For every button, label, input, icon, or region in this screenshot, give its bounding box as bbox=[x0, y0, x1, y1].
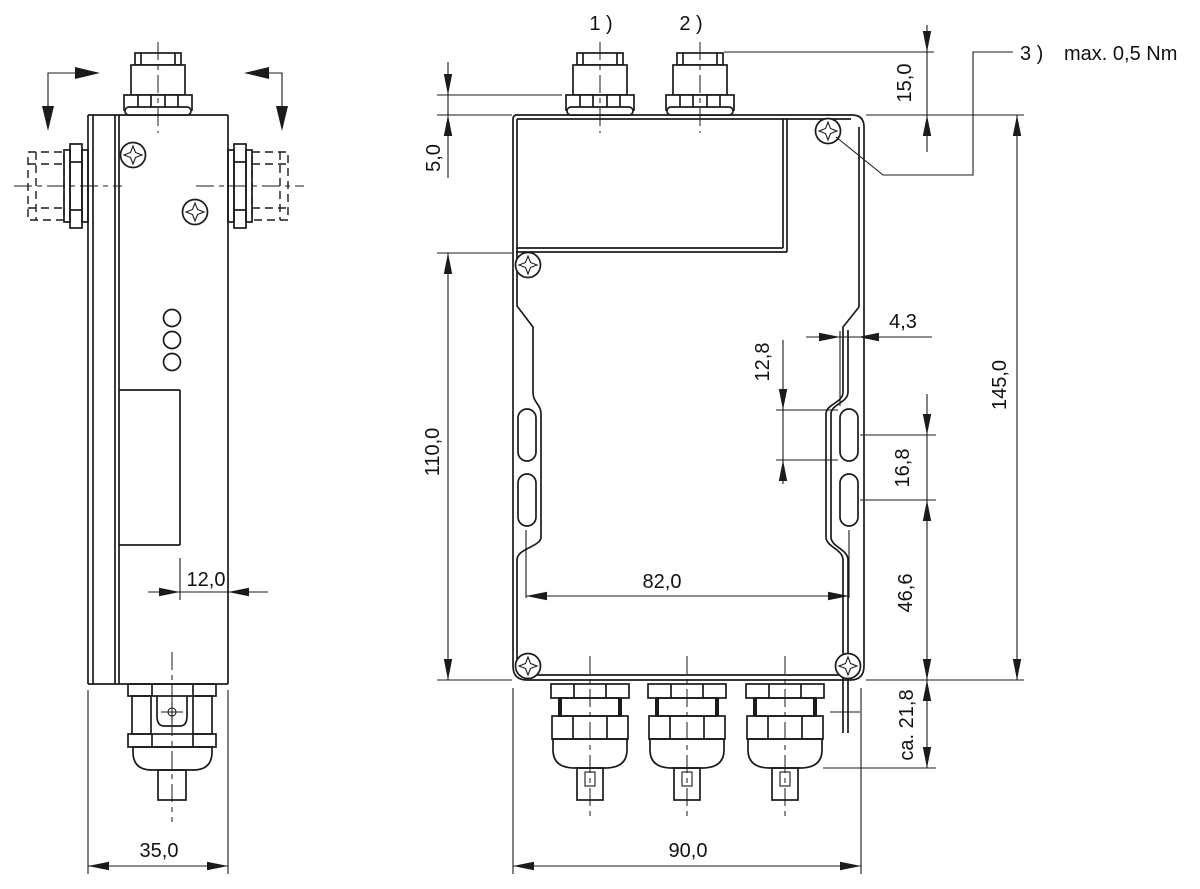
screw-icon bbox=[814, 117, 842, 145]
side-top-connector bbox=[123, 41, 193, 134]
dim-slot-spacing: 16,8 bbox=[892, 449, 914, 488]
dim-slot-to-bottom: 46,6 bbox=[895, 574, 917, 613]
dim-hole-spacing: 82,0 bbox=[643, 571, 682, 593]
dim-connector-height: 15,0 bbox=[894, 64, 916, 103]
dimension-lines bbox=[87, 25, 1024, 874]
section-arrow-left bbox=[42, 67, 100, 131]
side-left-connector bbox=[14, 143, 122, 229]
front-housing bbox=[512, 114, 865, 733]
side-right-connector bbox=[196, 143, 304, 229]
screw-icon bbox=[514, 251, 542, 279]
callout-3-note: max. 0,5 Nm bbox=[1064, 43, 1177, 65]
callout-1: 1 ) bbox=[589, 13, 612, 35]
callout-3-leader bbox=[835, 51, 1013, 176]
side-view-display-window bbox=[119, 389, 181, 546]
dim-cover-offset: 5,0 bbox=[423, 144, 445, 172]
callout-3: 3 ) bbox=[1020, 43, 1043, 65]
dim-slot-length: 12,8 bbox=[752, 343, 774, 382]
dim-front-width: 90,0 bbox=[669, 840, 708, 862]
dimension-labels: 5,0 110,0 15,0 4,3 12,8 16,8 46,6 ca. 21… bbox=[140, 13, 1178, 862]
led-indicators bbox=[162, 308, 182, 372]
dim-body-height: 110,0 bbox=[422, 428, 444, 477]
dim-side-width: 35,0 bbox=[140, 840, 179, 862]
screw-icon bbox=[119, 141, 147, 169]
callout-2: 2 ) bbox=[679, 13, 702, 35]
dim-total-height: 145,0 bbox=[989, 360, 1011, 410]
screw-icon bbox=[514, 652, 542, 680]
section-arrow-right bbox=[244, 67, 288, 131]
dim-slot-width: 4,3 bbox=[889, 311, 917, 333]
screw-icon bbox=[834, 652, 862, 680]
dim-display-offset: 12,0 bbox=[187, 569, 226, 591]
front-view bbox=[512, 41, 865, 821]
dim-gland-protrusion: ca. 21,8 bbox=[896, 689, 918, 760]
front-top-cover bbox=[516, 118, 788, 253]
mounting-slots bbox=[517, 408, 859, 527]
screw-icon bbox=[181, 198, 209, 226]
side-view bbox=[14, 41, 304, 822]
side-view-housing bbox=[87, 114, 229, 685]
side-bottom-gland bbox=[127, 652, 217, 822]
